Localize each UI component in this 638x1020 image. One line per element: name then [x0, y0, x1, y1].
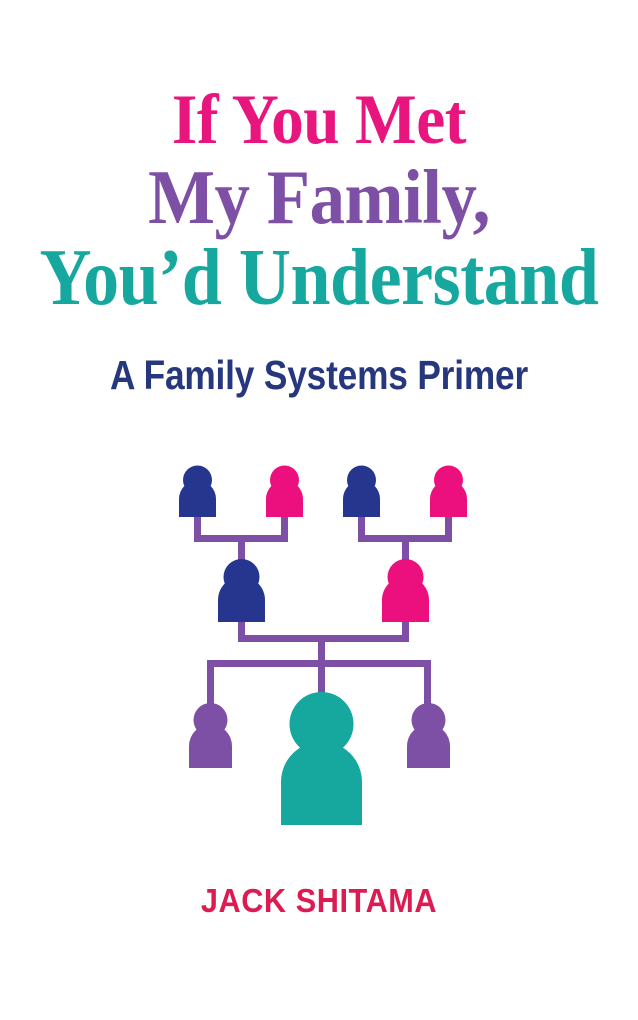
person-grandmother-paternal — [266, 465, 303, 517]
title-line-2: My Family, — [148, 153, 490, 240]
connector-stem-gm1 — [281, 515, 288, 541]
person-father — [218, 559, 265, 622]
book-title: If You Met My Family, You’d Understand — [0, 81, 638, 323]
genogram-illustration — [0, 455, 638, 825]
generation-children — [189, 692, 450, 825]
connector-stem-gf2 — [358, 515, 365, 541]
genogram-svg — [179, 465, 467, 825]
connector-drop-mother — [402, 535, 409, 567]
connector-stem-mother — [402, 620, 409, 642]
connector-drop-child3 — [424, 660, 431, 708]
book-subtitle: A Family Systems Primer — [109, 352, 529, 398]
person-child-right — [407, 703, 450, 768]
title-line-3: You’d Understand — [39, 234, 599, 323]
generation-grandparents — [179, 465, 467, 517]
person-child-center — [281, 692, 362, 825]
connector-drop-father — [238, 535, 245, 567]
person-grandfather-maternal — [343, 465, 380, 517]
person-mother — [382, 559, 429, 622]
connector-stem-father — [238, 620, 245, 642]
connector-drop-child1 — [207, 660, 214, 708]
person-grandmother-maternal — [430, 465, 467, 517]
person-grandfather-paternal — [179, 465, 216, 517]
author-name: JACK SHITAMA — [200, 882, 438, 919]
connector-stem-gf1 — [194, 515, 201, 541]
generation-parents — [218, 559, 429, 622]
title-line-1: If You Met — [171, 81, 467, 159]
person-child-left — [189, 703, 233, 768]
connector-stem-descent — [318, 635, 325, 667]
connector-drop-child2 — [318, 660, 325, 708]
genogram-connectors — [194, 515, 452, 708]
connector-stem-gm2 — [445, 515, 452, 541]
